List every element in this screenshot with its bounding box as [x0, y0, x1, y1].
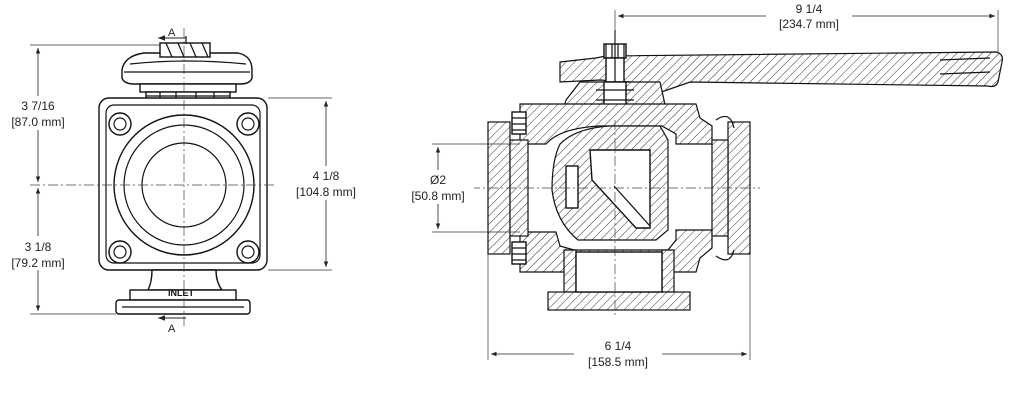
front-stem [139, 83, 237, 101]
dim-port-diameter: Ø2 [50.8 mm] [404, 143, 520, 233]
section-mark-top: A [168, 27, 176, 39]
section-ball [551, 125, 669, 241]
front-view: A A INLET 3 7/16 [87.0 mm] 3 1/8 [79.2 m… [2, 27, 366, 335]
front-body [98, 97, 268, 271]
dim-overall-width: 6 1/4 [158.5 mm] [487, 254, 751, 372]
dim-body-height-fraction: 4 1/8 [313, 169, 340, 183]
section-handle [559, 30, 1003, 120]
front-bolts [108, 112, 260, 264]
dim-port-diameter-metric: [50.8 mm] [411, 189, 464, 203]
dim-body-height-metric: [104.8 mm] [296, 185, 356, 199]
dim-lower-fraction: 3 1/8 [25, 240, 52, 254]
dim-port-diameter-fraction: Ø2 [430, 173, 446, 187]
dim-front-left: 3 7/16 [87.0 mm] 3 1/8 [79.2 mm] [2, 44, 160, 315]
dim-handle-length-fraction: 9 1/4 [796, 2, 823, 16]
dim-overall-width-fraction: 6 1/4 [605, 339, 632, 353]
dim-body-height: 4 1/8 [104.8 mm] [268, 97, 366, 271]
dim-overall-width-metric: [158.5 mm] [588, 355, 648, 369]
section-view: 9 1/4 [234.7 mm] Ø2 [50.8 mm] 6 1/4 [158… [404, 2, 1003, 372]
dim-lower-metric: [79.2 mm] [11, 256, 64, 270]
dim-upper-fraction: 3 7/16 [21, 99, 55, 113]
front-handle-cap [121, 36, 253, 85]
section-mark-bottom: A [168, 323, 176, 335]
section-bottom-outlet [547, 249, 691, 311]
dim-handle-length: 9 1/4 [234.7 mm] [614, 2, 999, 52]
front-inlet [115, 269, 251, 315]
inlet-label: INLET [168, 288, 195, 298]
dim-handle-length-metric: [234.7 mm] [779, 17, 839, 31]
section-bolts [511, 111, 527, 265]
dim-upper-metric: [87.0 mm] [11, 115, 64, 129]
